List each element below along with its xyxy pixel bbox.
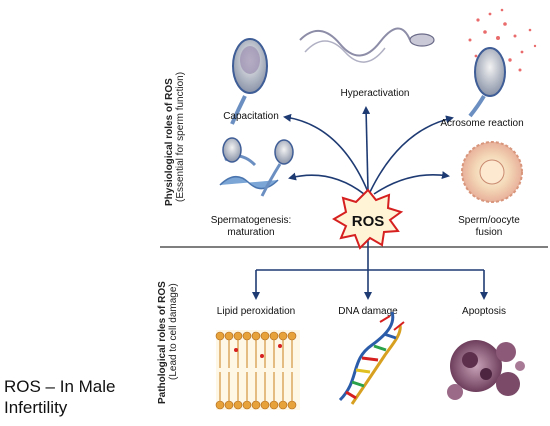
acrosome-reaction-label: Acrosome reaction [440,118,523,129]
pathological-side-label: Pathological roles of ROS (Lead to cell … [157,281,179,404]
maturing-sperm-icon [219,137,294,197]
swimming-sperm-icon [299,27,435,63]
arrow-to-hyperactivation [362,106,371,191]
fusion-label: fusion [476,227,503,238]
capacitation-label: Capacitation [223,111,279,122]
arrow-to-acrosome [369,115,454,193]
dna-damage-label: DNA damage [338,306,398,317]
apoptotic-cell-icon [447,340,525,400]
sperm-head-icon [230,38,268,125]
pathological-title: Pathological roles of ROS [157,281,168,404]
arrow-to-spermatogenesis [288,172,365,195]
maturation-label: maturation [227,227,274,238]
oocyte-icon [461,141,523,203]
lipid-bilayer-icon [215,330,300,410]
physiological-title: Physiological roles of ROS [164,78,175,206]
pathological-arrows [252,236,488,300]
slide-caption: ROS – In Male Infertility [4,376,116,418]
dna-helix-icon [338,311,405,405]
spermatogenesis-label: Spermatogenesis: [211,215,292,226]
arrow-to-capacitation [283,113,369,193]
lipid-peroxidation-label: Lipid peroxidation [217,306,295,317]
apoptosis-label: Apoptosis [462,306,506,317]
pathological-subtitle: (Lead to cell damage) [168,283,179,380]
starburst-shape [332,188,404,250]
acrosome-burst-icon [468,8,537,118]
physiological-arrows [283,106,454,195]
arrow-to-fusion [373,171,450,195]
caption-line-2: Infertility [4,398,68,417]
ros-starburst: ROS [332,188,404,250]
hyperactivation-label: Hyperactivation [341,88,410,99]
sperm-oocyte-label: Sperm/oocyte [458,215,520,226]
ros-label: ROS [352,213,385,230]
caption-line-1: ROS – In Male [4,377,116,396]
physiological-subtitle: (Essential for sperm function) [175,72,186,202]
physiological-side-label: Physiological roles of ROS (Essential fo… [164,72,186,206]
